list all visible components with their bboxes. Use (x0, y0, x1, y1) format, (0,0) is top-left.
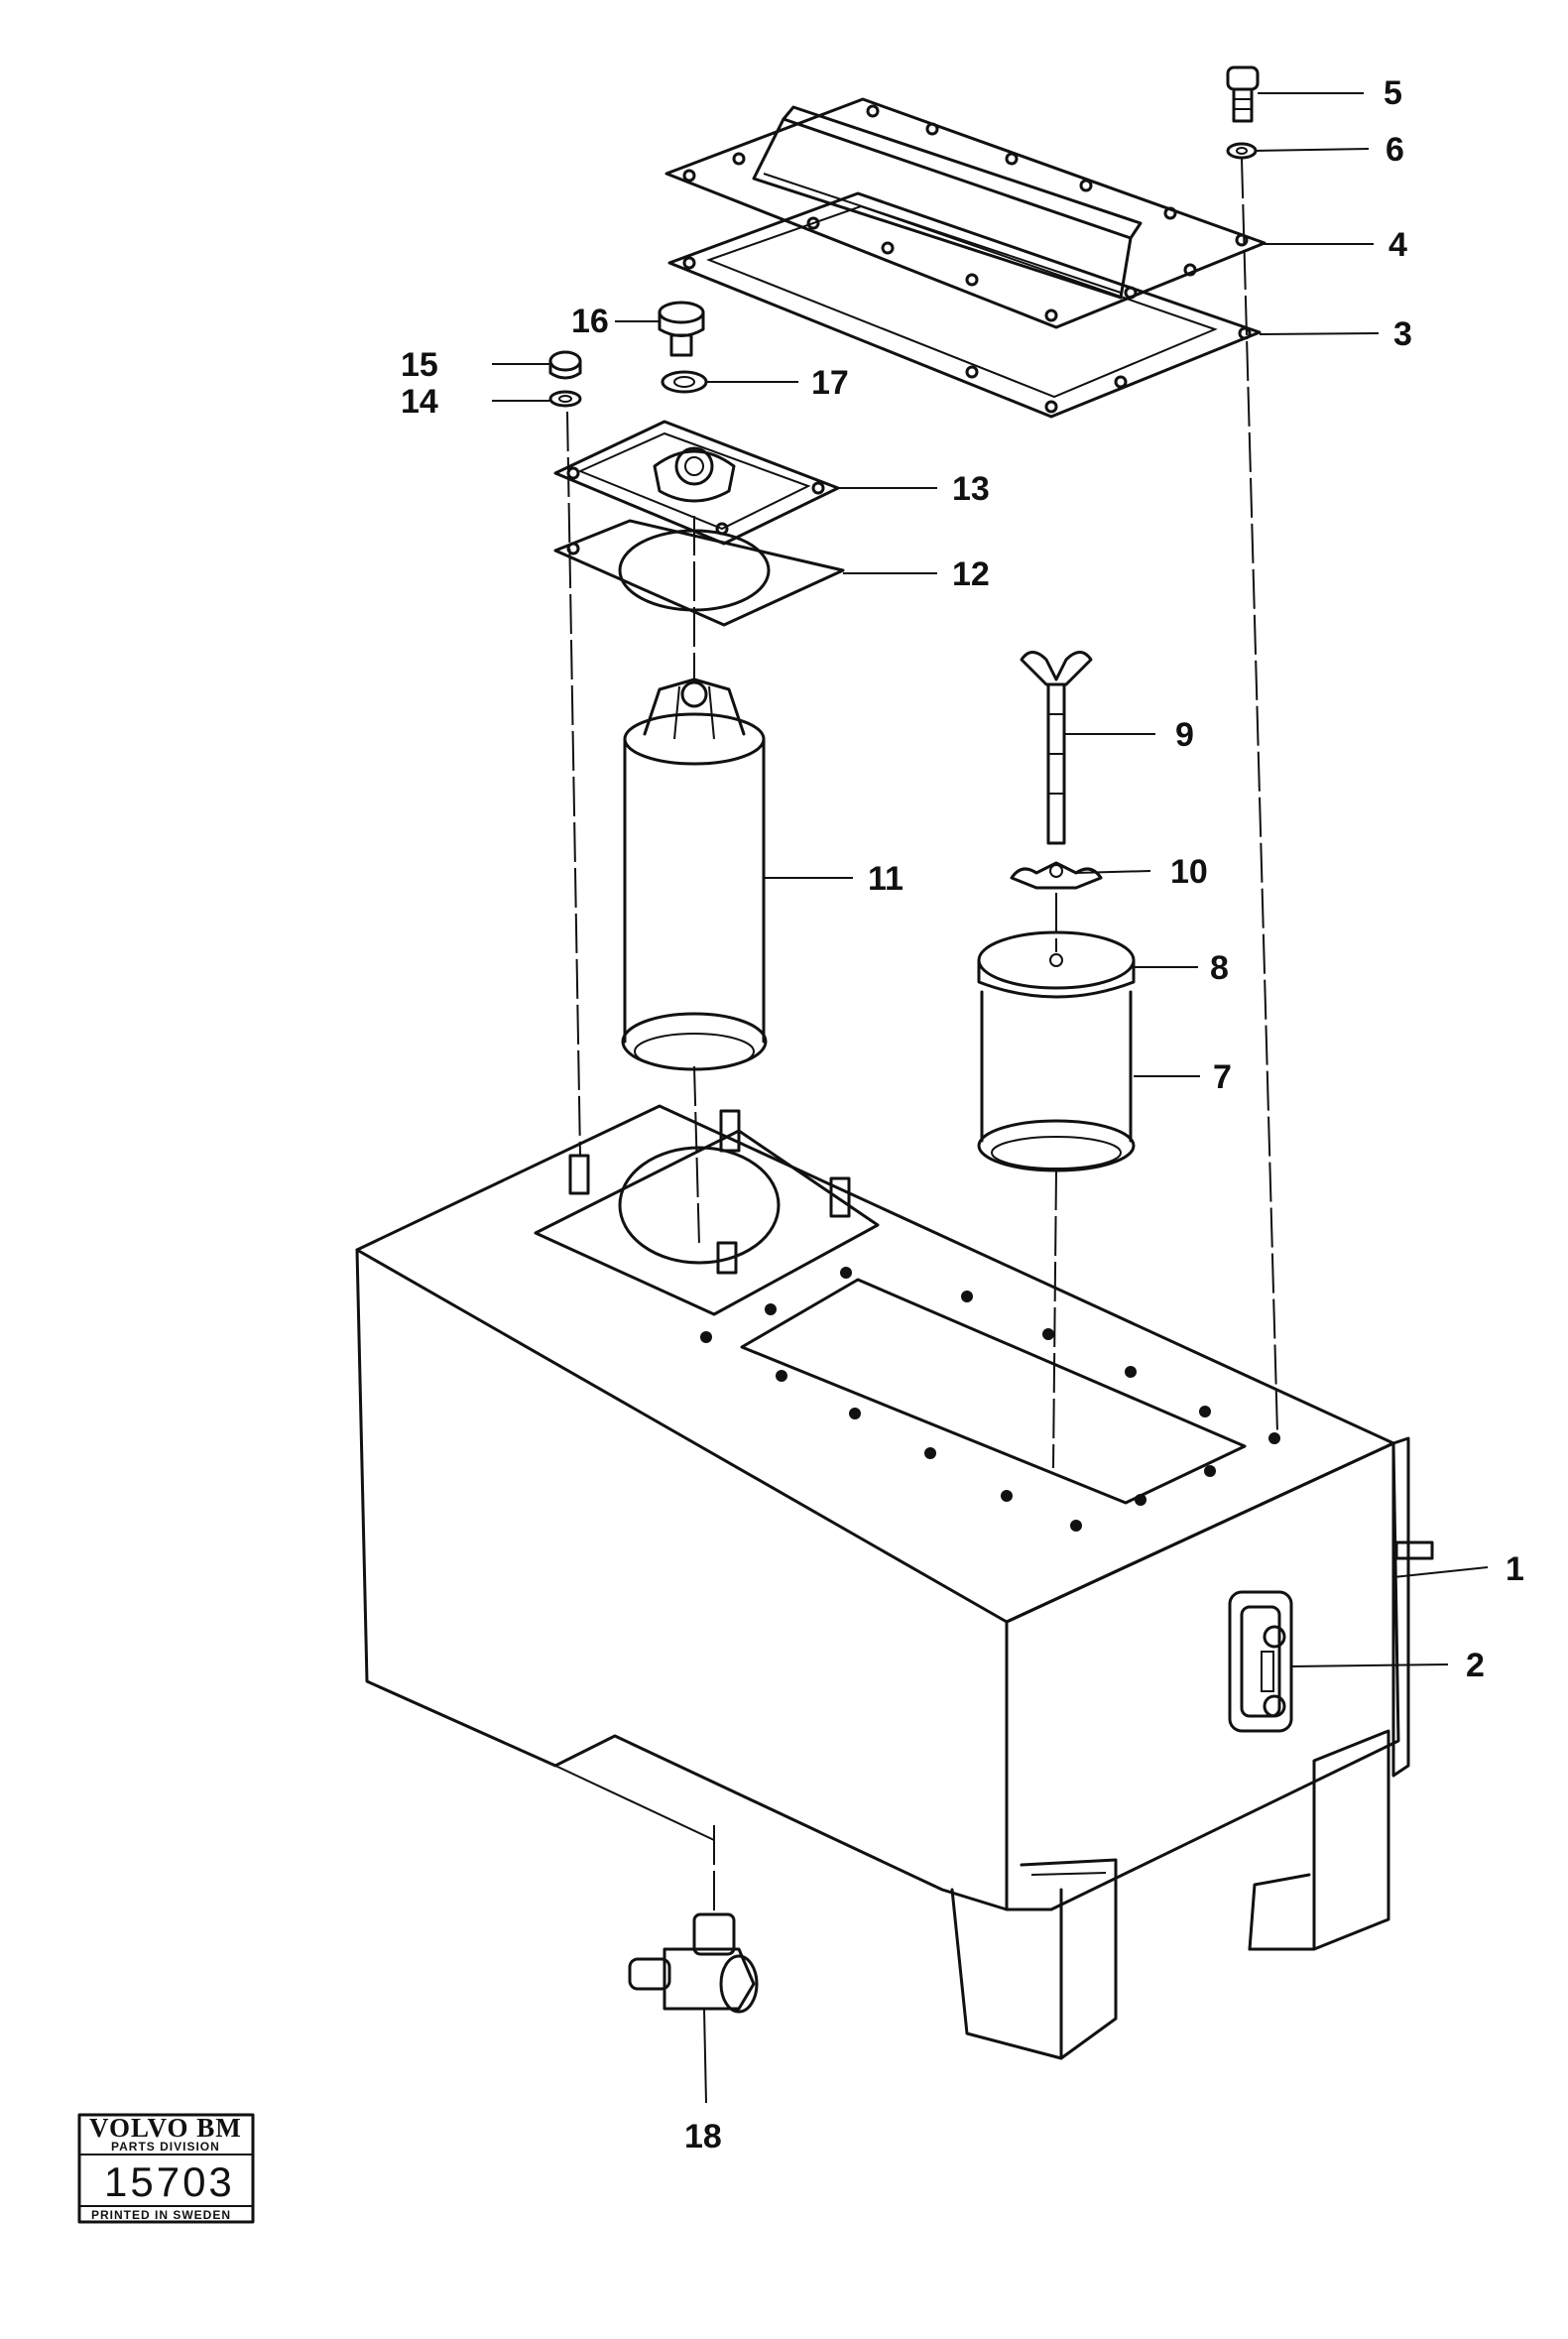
wing-nut (1010, 861, 1103, 890)
callout-4: 4 (1388, 226, 1407, 264)
hydraulic-tank (355, 1104, 1434, 2060)
oil-level-sight-glass (1228, 1590, 1293, 1733)
tank-cover (664, 97, 1266, 414)
filter-head-gasket (553, 519, 845, 627)
callout-3: 3 (1393, 315, 1412, 353)
plug-washer (661, 370, 708, 394)
flange-washer (548, 390, 582, 408)
callout-10: 10 (1170, 853, 1208, 891)
callout-17: 17 (811, 364, 849, 402)
callout-labels: 1 2 3 4 5 6 7 8 9 10 11 12 13 14 15 16 1… (401, 74, 1524, 2155)
flange-nut (548, 350, 582, 380)
stamp-brand: VOLVO BM (89, 2113, 242, 2143)
filter-mounting-flange (534, 1109, 880, 1316)
filter-element (621, 677, 768, 1071)
callout-18: 18 (684, 2118, 722, 2155)
cover-bolt-holes (700, 1267, 1280, 1532)
callout-7: 7 (1213, 1058, 1232, 1096)
callout-14: 14 (401, 383, 438, 421)
callout-15: 15 (401, 346, 438, 384)
callout-6: 6 (1386, 131, 1404, 169)
callout-11: 11 (868, 860, 904, 898)
cover-washer (1226, 142, 1258, 160)
stamp-footer: PRINTED IN SWEDEN (91, 2208, 231, 2222)
drain-valve (628, 1912, 759, 2014)
breather-cap (977, 930, 1136, 999)
callout-8: 8 (1210, 949, 1229, 987)
filler-plug (658, 301, 705, 357)
volvo-bm-parts-stamp: VOLVO BM PARTS DIVISION 15703 PRINTED IN… (77, 2113, 255, 2224)
callout-1: 1 (1506, 1550, 1524, 1588)
cover-gasket (667, 191, 1262, 419)
assembly-centerlines (566, 158, 1278, 1914)
callout-9: 9 (1175, 716, 1194, 754)
filter-head (553, 420, 840, 546)
wing-screw (1020, 651, 1093, 845)
leader-lines (492, 92, 1489, 2104)
callout-13: 13 (952, 470, 990, 508)
callout-16: 16 (571, 303, 609, 340)
callout-2: 2 (1466, 1647, 1485, 1684)
stamp-division: PARTS DIVISION (111, 2140, 220, 2154)
callout-12: 12 (952, 555, 990, 593)
stamp-number: 15703 (104, 2158, 235, 2205)
callout-5: 5 (1384, 74, 1402, 112)
inspection-opening (740, 1278, 1247, 1505)
breather-element (977, 990, 1136, 1172)
cover-screw (1226, 65, 1260, 123)
